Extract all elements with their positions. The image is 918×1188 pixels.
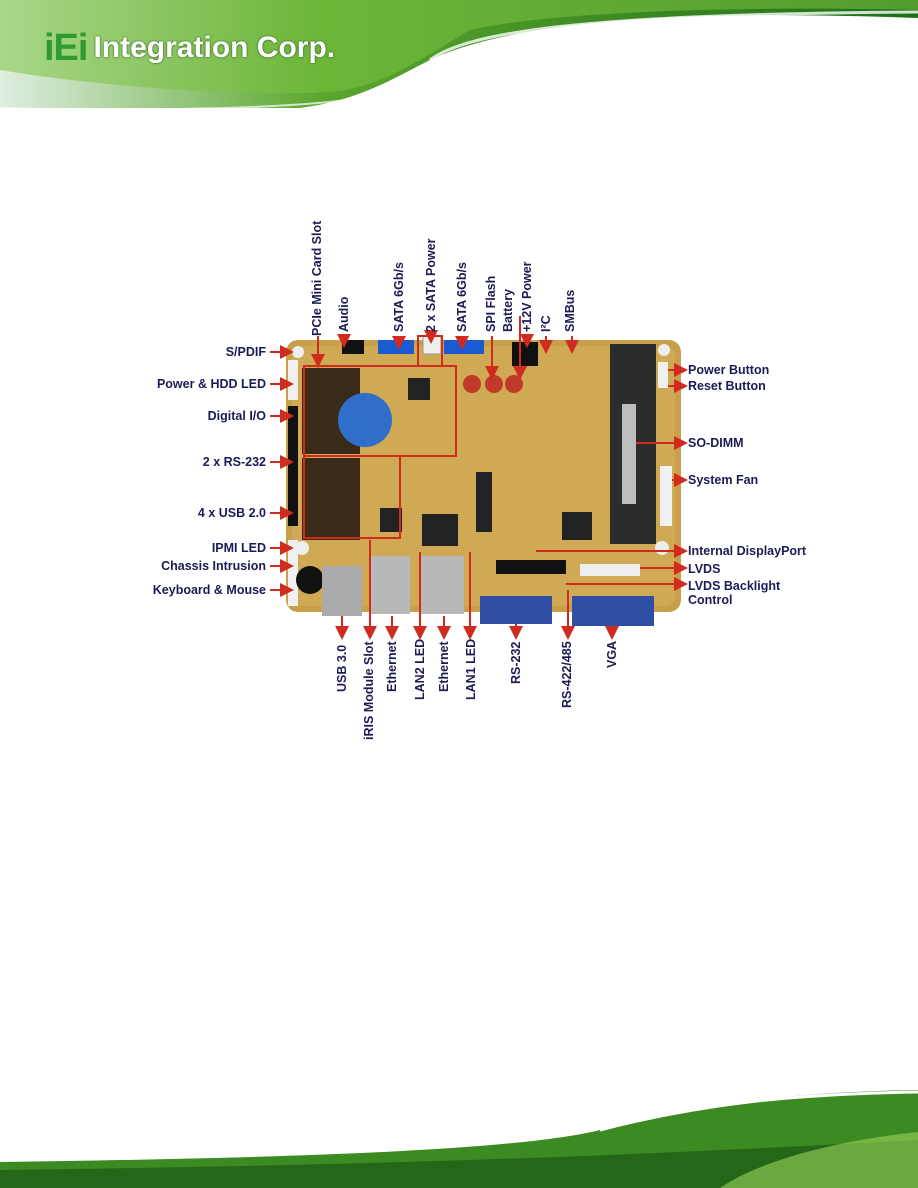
label-rs232x2: 2 x RS-232 xyxy=(202,455,266,469)
rs232-port xyxy=(480,596,552,624)
label-system-fan: System Fan xyxy=(688,473,759,487)
label-lan2-led: LAN2 LED xyxy=(413,638,427,700)
label-chassis: Chassis Intrusion xyxy=(161,559,266,573)
label-smbus: SMBus xyxy=(563,289,577,332)
label-audio: Audio xyxy=(337,296,351,332)
label-reset-button: Reset Button xyxy=(688,379,766,393)
label-power-button: Power Button xyxy=(688,363,770,377)
label-vga: VGA xyxy=(605,640,619,668)
label-spi: SPI Flash xyxy=(484,275,498,332)
label-power12: +12V Power xyxy=(520,261,534,332)
label-pcie: PCIe Mini Card Slot xyxy=(310,220,324,336)
label-sata2: SATA 6Gb/s xyxy=(455,262,469,332)
ethernet-port-2 xyxy=(420,556,464,614)
label-usb20: 4 x USB 2.0 xyxy=(197,506,266,520)
label-ethernet-2: Ethernet xyxy=(437,641,451,692)
label-battery: Battery xyxy=(501,288,515,332)
iris-slot xyxy=(302,458,360,540)
label-lvds-control: Control xyxy=(688,593,733,607)
label-lvds-backlight: LVDS Backlight xyxy=(688,579,781,593)
battery-icon xyxy=(338,393,392,447)
company-name: Integration Corp. xyxy=(93,31,336,64)
label-lvds: LVDS xyxy=(688,562,721,576)
label-spdif: S/PDIF xyxy=(225,345,266,359)
label-digital-io: Digital I/O xyxy=(207,409,266,423)
label-sata1: SATA 6Gb/s xyxy=(392,262,406,332)
label-iris: iRIS Module Slot xyxy=(362,641,376,740)
label-ipmi: IPMI LED xyxy=(211,541,266,555)
usb30-port xyxy=(322,566,362,616)
header-banner xyxy=(0,0,918,111)
label-displayport: Internal DisplayPort xyxy=(688,544,807,558)
ethernet-port-1 xyxy=(370,556,410,614)
brand-logo: iEi Integration Corp. xyxy=(44,26,335,70)
label-rs422: RS-422/485 xyxy=(560,641,574,708)
label-usb30: USB 3.0 xyxy=(335,644,349,692)
brand-mark: iEi xyxy=(44,26,88,69)
label-rs232: RS-232 xyxy=(509,641,523,684)
label-sata-power: 2 x SATA Power xyxy=(424,238,438,332)
label-i2c: I²C xyxy=(539,315,553,332)
label-power-hdd: Power & HDD LED xyxy=(156,377,266,391)
label-sodimm: SO-DIMM xyxy=(688,436,744,450)
label-lan1-led: LAN1 LED xyxy=(464,638,478,700)
label-ethernet-1: Ethernet xyxy=(385,641,399,692)
label-keyboard: Keyboard & Mouse xyxy=(152,583,266,597)
vga-port xyxy=(572,596,654,626)
